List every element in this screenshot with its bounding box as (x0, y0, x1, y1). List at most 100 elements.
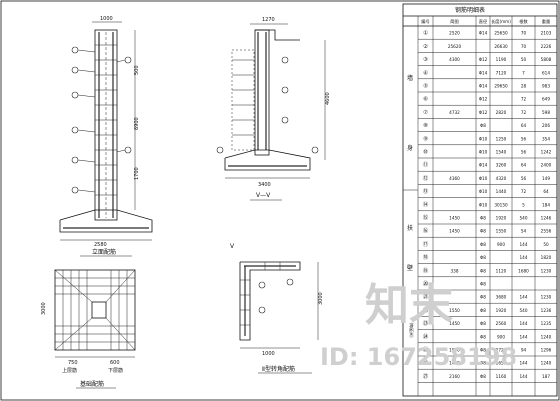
elev-base-dim: 2580 (94, 242, 107, 248)
table-cell: 144 (520, 334, 528, 339)
table-cell: Φ10 (479, 189, 488, 194)
table-cell: 25650 (494, 31, 508, 36)
table-cell: 1246 (541, 216, 552, 221)
table-cell: 50 (543, 242, 549, 247)
table-cell: 25620 (448, 44, 462, 49)
table-cell-id: ③ (423, 57, 428, 63)
table-cell: Φ8 (480, 348, 486, 353)
table-cell: 26630 (494, 44, 508, 49)
watermark-logo: 知末 (365, 280, 453, 331)
table-cell-id: ⑫ (423, 174, 429, 182)
table-cell: Φ8 (480, 268, 486, 273)
table-cell-id: ㉒ (423, 306, 429, 314)
table-cell: 144 (520, 242, 528, 247)
table-cell-id: ⑳ (423, 280, 429, 288)
plan-side-dim: 3000 (41, 302, 47, 315)
table-cell: 4732 (449, 110, 460, 115)
table-cell-id: ㉖ (423, 359, 429, 367)
table-cell: 144 (520, 255, 528, 260)
table-cell: 1296 (541, 348, 552, 353)
table-cell: 1920 (496, 216, 507, 221)
table-cell: 144 (520, 361, 528, 366)
table-group-label: 身 (407, 144, 413, 152)
table-cell: 1450 (449, 321, 460, 326)
table-cell-id: ⑬ (423, 187, 429, 195)
table-cell: 900 (497, 242, 505, 247)
section-footing (224, 149, 311, 171)
table-cell: Φ14 (479, 70, 488, 75)
table-cell: 2720 (496, 348, 507, 353)
table-cell: 983 (542, 84, 550, 89)
elev-column (94, 29, 118, 221)
table-cell: 3680 (496, 295, 507, 300)
watermark-id: ID: 167258198 (320, 343, 517, 371)
corner-outline (239, 261, 301, 341)
table-cell-id: ㉗ (423, 372, 429, 380)
table-cell: Φ8 (480, 295, 486, 300)
table-grid (403, 16, 558, 396)
elev-stirrups (95, 44, 117, 196)
table-header-cell: 简图 (450, 18, 458, 25)
section-v-title: Ⅴ—Ⅴ (256, 192, 271, 199)
table-cell: 5808 (541, 57, 552, 62)
table-cell: 28 (521, 84, 527, 89)
table-cell: 2160 (449, 374, 460, 379)
table-cell: 2520 (449, 31, 460, 36)
table-cell-id: ⑰ (423, 240, 429, 248)
table-cell: 598 (542, 110, 550, 115)
table-cell: 64 (521, 163, 527, 168)
table-cell-id: ⑩ (423, 149, 428, 156)
table-cell: 338 (451, 268, 459, 273)
table-cell-id: ⑪ (423, 161, 429, 169)
section-height-dim: 4600 (325, 92, 331, 105)
table-cell: 56 (521, 150, 527, 155)
table-cell: 144 (520, 295, 528, 300)
table-cell: 1652 (496, 361, 507, 366)
table-cell: 30150 (494, 202, 508, 207)
table-cell-id: ㉔ (423, 332, 429, 340)
table-cell: 540 (520, 308, 528, 313)
table-group-label: (每延米) (409, 322, 415, 338)
table-cell: 614 (542, 70, 550, 75)
table-cell-id: ㉓ (423, 319, 429, 327)
table-cell: 144 (520, 321, 528, 326)
elev-mid-b: 1700 (134, 167, 140, 180)
table-cell: 64 (543, 189, 549, 194)
table-cell: 1440 (496, 189, 507, 194)
table-cell: Φ8 (480, 361, 486, 366)
table-cell: Φ8 (480, 255, 486, 260)
table-group-label: 扶 (407, 224, 413, 232)
section-callouts (216, 56, 319, 154)
table-header-cell: 编号 (421, 18, 429, 25)
table-cell: 149 (542, 176, 550, 181)
table-cell: 2103 (541, 31, 552, 36)
table-cell-id: ⑧ (423, 123, 428, 129)
table-cell: 540 (520, 216, 528, 221)
table-cell: Φ8 (480, 123, 486, 128)
table-cell: 1120 (496, 268, 507, 273)
table-cell: 72 (521, 97, 527, 102)
table-cell: 1680 (518, 268, 529, 273)
elevation-view: 1000 2580 6900 500 1700 (59, 16, 153, 257)
table-cell-id: ⑮ (423, 214, 429, 222)
table-cell: Φ12 (479, 97, 488, 102)
table-cell: 900 (497, 334, 505, 339)
corner-title: Ⅱ型转角配筋 (262, 365, 295, 373)
table-cell-id: ⑯ (423, 227, 429, 235)
